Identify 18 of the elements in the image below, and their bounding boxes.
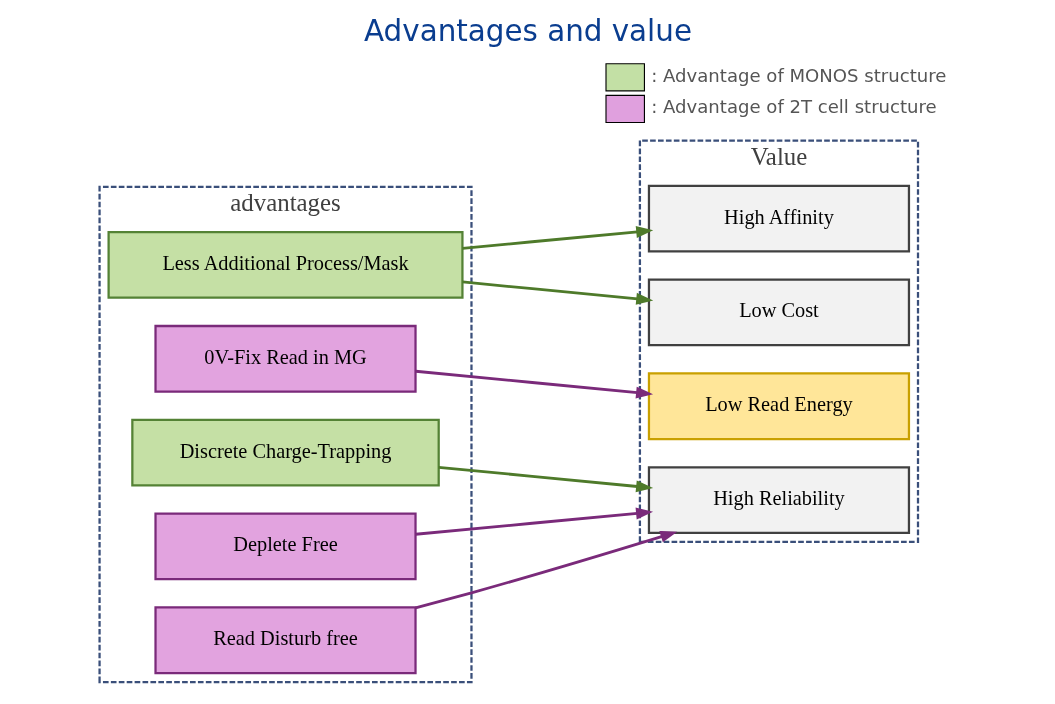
arrow [414, 531, 677, 610]
node-box: Deplete Free [153, 512, 417, 581]
arrow [461, 226, 653, 250]
node-box: Read Disturb free [153, 606, 417, 675]
arrow [415, 507, 653, 536]
node-box: 0V-Fix Read in MG [153, 324, 417, 393]
legend-label: : Advantage of MONOS structure [650, 64, 946, 86]
node-box: Low Cost [647, 278, 910, 347]
arrow [415, 369, 653, 399]
arrow [438, 465, 653, 493]
node-box: Low Read Energy [647, 372, 910, 441]
legend-label: : Advantage of 2T cell structure [650, 96, 937, 118]
node-box: High Reliability [647, 466, 910, 534]
diagram-title: Advantages and value [363, 13, 692, 48]
node-box: Discrete Charge-Trapping [130, 418, 440, 487]
node-box: Less Additional Process/Mask [107, 231, 464, 299]
node-box: High Affinity [647, 184, 910, 253]
arrow [461, 280, 653, 305]
